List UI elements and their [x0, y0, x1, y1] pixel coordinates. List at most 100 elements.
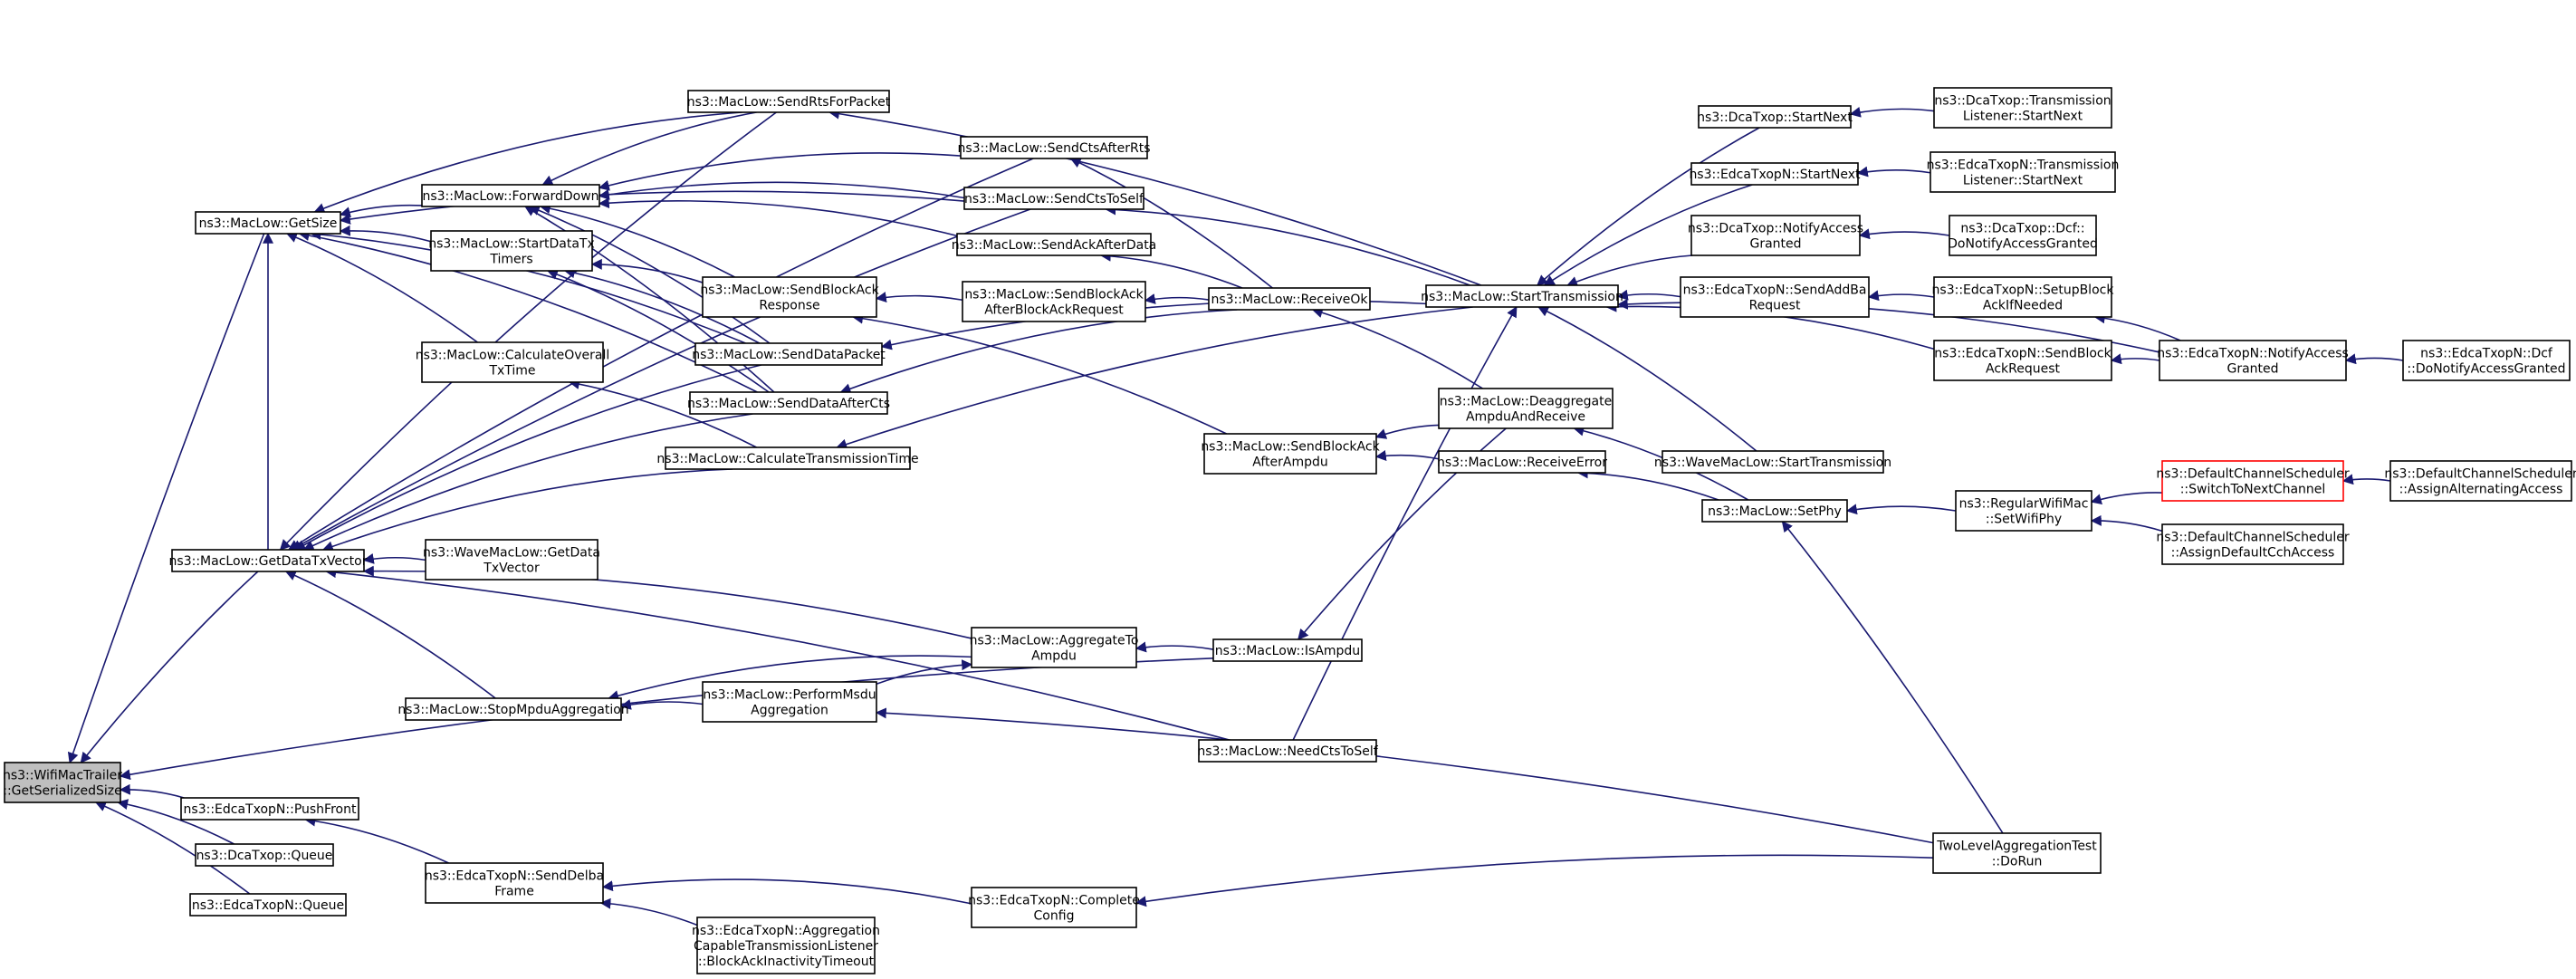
- node-sendctsafterrts[interactable]: ns3::MacLow::SendCtsAfterRts: [957, 136, 1151, 159]
- node-edcadcf[interactable]: ns3::EdcaTxopN::Dcf::DoNotifyAccessGrant…: [2402, 340, 2571, 381]
- node-sendrts[interactable]: ns3::MacLow::SendRtsForPacket: [687, 90, 891, 113]
- node-pushfront-box[interactable]: [180, 797, 359, 821]
- node-sendctstoself[interactable]: ns3::MacLow::SendCtsToSelf: [963, 187, 1144, 210]
- node-twolevelagg[interactable]: TwoLevelAggregationTest::DoRun: [1932, 832, 2102, 874]
- node-senddelba-box[interactable]: [425, 862, 604, 904]
- node-assignalternating-box[interactable]: [2389, 460, 2572, 502]
- node-dcaqueue-box[interactable]: [195, 843, 334, 867]
- node-sendblockackresp-box[interactable]: [702, 276, 877, 318]
- node-sendctstoself-box[interactable]: [963, 187, 1144, 210]
- node-getserializedsize-box[interactable]: [4, 762, 121, 803]
- node-dcanotifyaccess-box[interactable]: [1690, 215, 1861, 256]
- node-startdatatx-box[interactable]: [430, 230, 593, 272]
- node-assigndefault-box[interactable]: [2161, 523, 2344, 565]
- node-needctstoself-box[interactable]: [1198, 739, 1377, 763]
- node-starttransmission-box[interactable]: [1425, 284, 1619, 308]
- node-wavegetdatatx[interactable]: ns3::WaveMacLow::GetDataTxVector: [423, 539, 600, 581]
- node-calctxtime[interactable]: ns3::MacLow::CalculateTransmissionTime: [656, 446, 919, 470]
- node-stopmpdu-box[interactable]: [405, 697, 622, 721]
- node-twolevelagg-box[interactable]: [1932, 832, 2102, 874]
- node-assignalternating[interactable]: ns3::DefaultChannelScheduler::AssignAlte…: [2384, 460, 2576, 502]
- node-senddataaftercts-box[interactable]: [689, 391, 888, 415]
- node-getdatatxvector-box[interactable]: [171, 549, 365, 572]
- node-starttransmission[interactable]: ns3::MacLow::StartTransmission: [1421, 284, 1623, 308]
- node-dcastartnext[interactable]: ns3::DcaTxop::StartNext: [1697, 105, 1853, 129]
- node-sendackafterdata-box[interactable]: [956, 233, 1152, 256]
- node-needctstoself[interactable]: ns3::MacLow::NeedCtsToSelf: [1197, 739, 1379, 763]
- node-setphy-box[interactable]: [1701, 499, 1848, 523]
- node-dcadcf-box[interactable]: [1949, 215, 2097, 256]
- node-edcadcf-box[interactable]: [2402, 340, 2571, 381]
- node-forwarddown-box[interactable]: [421, 184, 600, 207]
- node-wavegetdatatx-box[interactable]: [425, 539, 599, 581]
- node-edcastartnext[interactable]: ns3::EdcaTxopN::StartNext: [1689, 162, 1861, 186]
- node-dcastartnext-box[interactable]: [1698, 105, 1852, 129]
- node-completeconfig-box[interactable]: [971, 887, 1137, 928]
- node-edcasendaddba-box[interactable]: [1680, 276, 1870, 318]
- node-senddataaftercts[interactable]: ns3::MacLow::SendDataAfterCts: [687, 391, 890, 415]
- node-receiveerror-box[interactable]: [1438, 450, 1606, 474]
- node-isampdu-box[interactable]: [1212, 638, 1363, 662]
- node-aggregatetoampdu-box[interactable]: [971, 627, 1137, 668]
- node-regularwifimac[interactable]: ns3::RegularWifiMac::SetWifiPhy: [1955, 490, 2092, 532]
- node-getsize-box[interactable]: [195, 211, 341, 235]
- node-calcoverall-box[interactable]: [421, 341, 604, 383]
- node-setphy[interactable]: ns3::MacLow::SetPhy: [1701, 499, 1848, 523]
- node-senddatapacket-box[interactable]: [694, 342, 883, 366]
- node-sendblockackafterba[interactable]: ns3::MacLow::SendBlockAckAfterBlockAckRe…: [962, 281, 1146, 322]
- node-sendctsafterrts-box[interactable]: [960, 136, 1148, 159]
- node-performmsdu-box[interactable]: [702, 681, 877, 723]
- node-regularwifimac-box[interactable]: [1955, 490, 2092, 532]
- node-dcadcf[interactable]: ns3::DcaTxop::Dcf::DoNotifyAccessGranted: [1948, 215, 2098, 256]
- node-switchtonext-box[interactable]: [2161, 460, 2344, 502]
- node-deaggregate-box[interactable]: [1438, 388, 1614, 429]
- node-getsize[interactable]: ns3::MacLow::GetSize: [195, 211, 341, 235]
- node-sendblockackafterba-box[interactable]: [962, 281, 1146, 322]
- node-setupblockack-box[interactable]: [1933, 276, 2112, 318]
- node-dcatxlistener-box[interactable]: [1933, 87, 2112, 129]
- node-assigndefault[interactable]: ns3::DefaultChannelScheduler::AssignDefa…: [2156, 523, 2350, 565]
- node-isampdu[interactable]: ns3::MacLow::IsAmpdu: [1212, 638, 1363, 662]
- node-edcasendblockackreq-box[interactable]: [1933, 340, 2112, 381]
- node-sendackafterdata[interactable]: ns3::MacLow::SendAckAfterData: [952, 233, 1157, 256]
- node-sendrts-box[interactable]: [687, 90, 890, 113]
- node-edcatxlistener-box[interactable]: [1930, 151, 2116, 193]
- node-edcaqueue[interactable]: ns3::EdcaTxopN::Queue: [189, 893, 347, 917]
- node-receiveok-box[interactable]: [1208, 287, 1371, 311]
- node-dcaqueue[interactable]: ns3::DcaTxop::Queue: [195, 843, 334, 867]
- node-wavestarttx-box[interactable]: [1661, 450, 1884, 474]
- node-dcanotifyaccess[interactable]: ns3::DcaTxop::NotifyAccessGranted: [1688, 215, 1863, 256]
- node-aggcapable[interactable]: ns3::EdcaTxopN::AggregationCapableTransm…: [692, 917, 880, 974]
- node-switchtonext[interactable]: ns3::DefaultChannelScheduler::SwitchToNe…: [2156, 460, 2350, 502]
- node-calctxtime-box[interactable]: [665, 446, 911, 470]
- node-forwarddown[interactable]: ns3::MacLow::ForwardDown: [421, 184, 600, 207]
- node-edcastartnext-box[interactable]: [1690, 162, 1859, 186]
- node-getserializedsize[interactable]: ns3::WifiMacTrailer::GetSerializedSize: [3, 762, 122, 803]
- node-receiveok[interactable]: ns3::MacLow::ReceiveOk: [1208, 287, 1371, 311]
- node-getdatatxvector[interactable]: ns3::MacLow::GetDataTxVector: [169, 549, 368, 572]
- node-senddatapacket[interactable]: ns3::MacLow::SendDataPacket: [692, 342, 886, 366]
- node-aggcapable-box[interactable]: [696, 917, 876, 974]
- node-edcatxlistener[interactable]: ns3::EdcaTxopN::TransmissionListener::St…: [1927, 151, 2120, 193]
- node-sendblockackafterampdu-box[interactable]: [1203, 433, 1377, 475]
- node-dcatxlistener[interactable]: ns3::DcaTxop::TransmissionListener::Star…: [1933, 87, 2112, 129]
- node-stopmpdu[interactable]: ns3::MacLow::StopMpduAggregation: [397, 697, 629, 721]
- node-edcanotifyaccess-box[interactable]: [2159, 340, 2347, 381]
- node-edcanotifyaccess[interactable]: ns3::EdcaTxopN::NotifyAccessGranted: [2157, 340, 2349, 381]
- node-edcaqueue-box[interactable]: [189, 893, 347, 917]
- node-wavestarttx[interactable]: ns3::WaveMacLow::StartTransmission: [1654, 450, 1891, 474]
- node-receiveerror[interactable]: ns3::MacLow::ReceiveError: [1437, 450, 1607, 474]
- node-pushfront[interactable]: ns3::EdcaTxopN::PushFront: [180, 797, 359, 821]
